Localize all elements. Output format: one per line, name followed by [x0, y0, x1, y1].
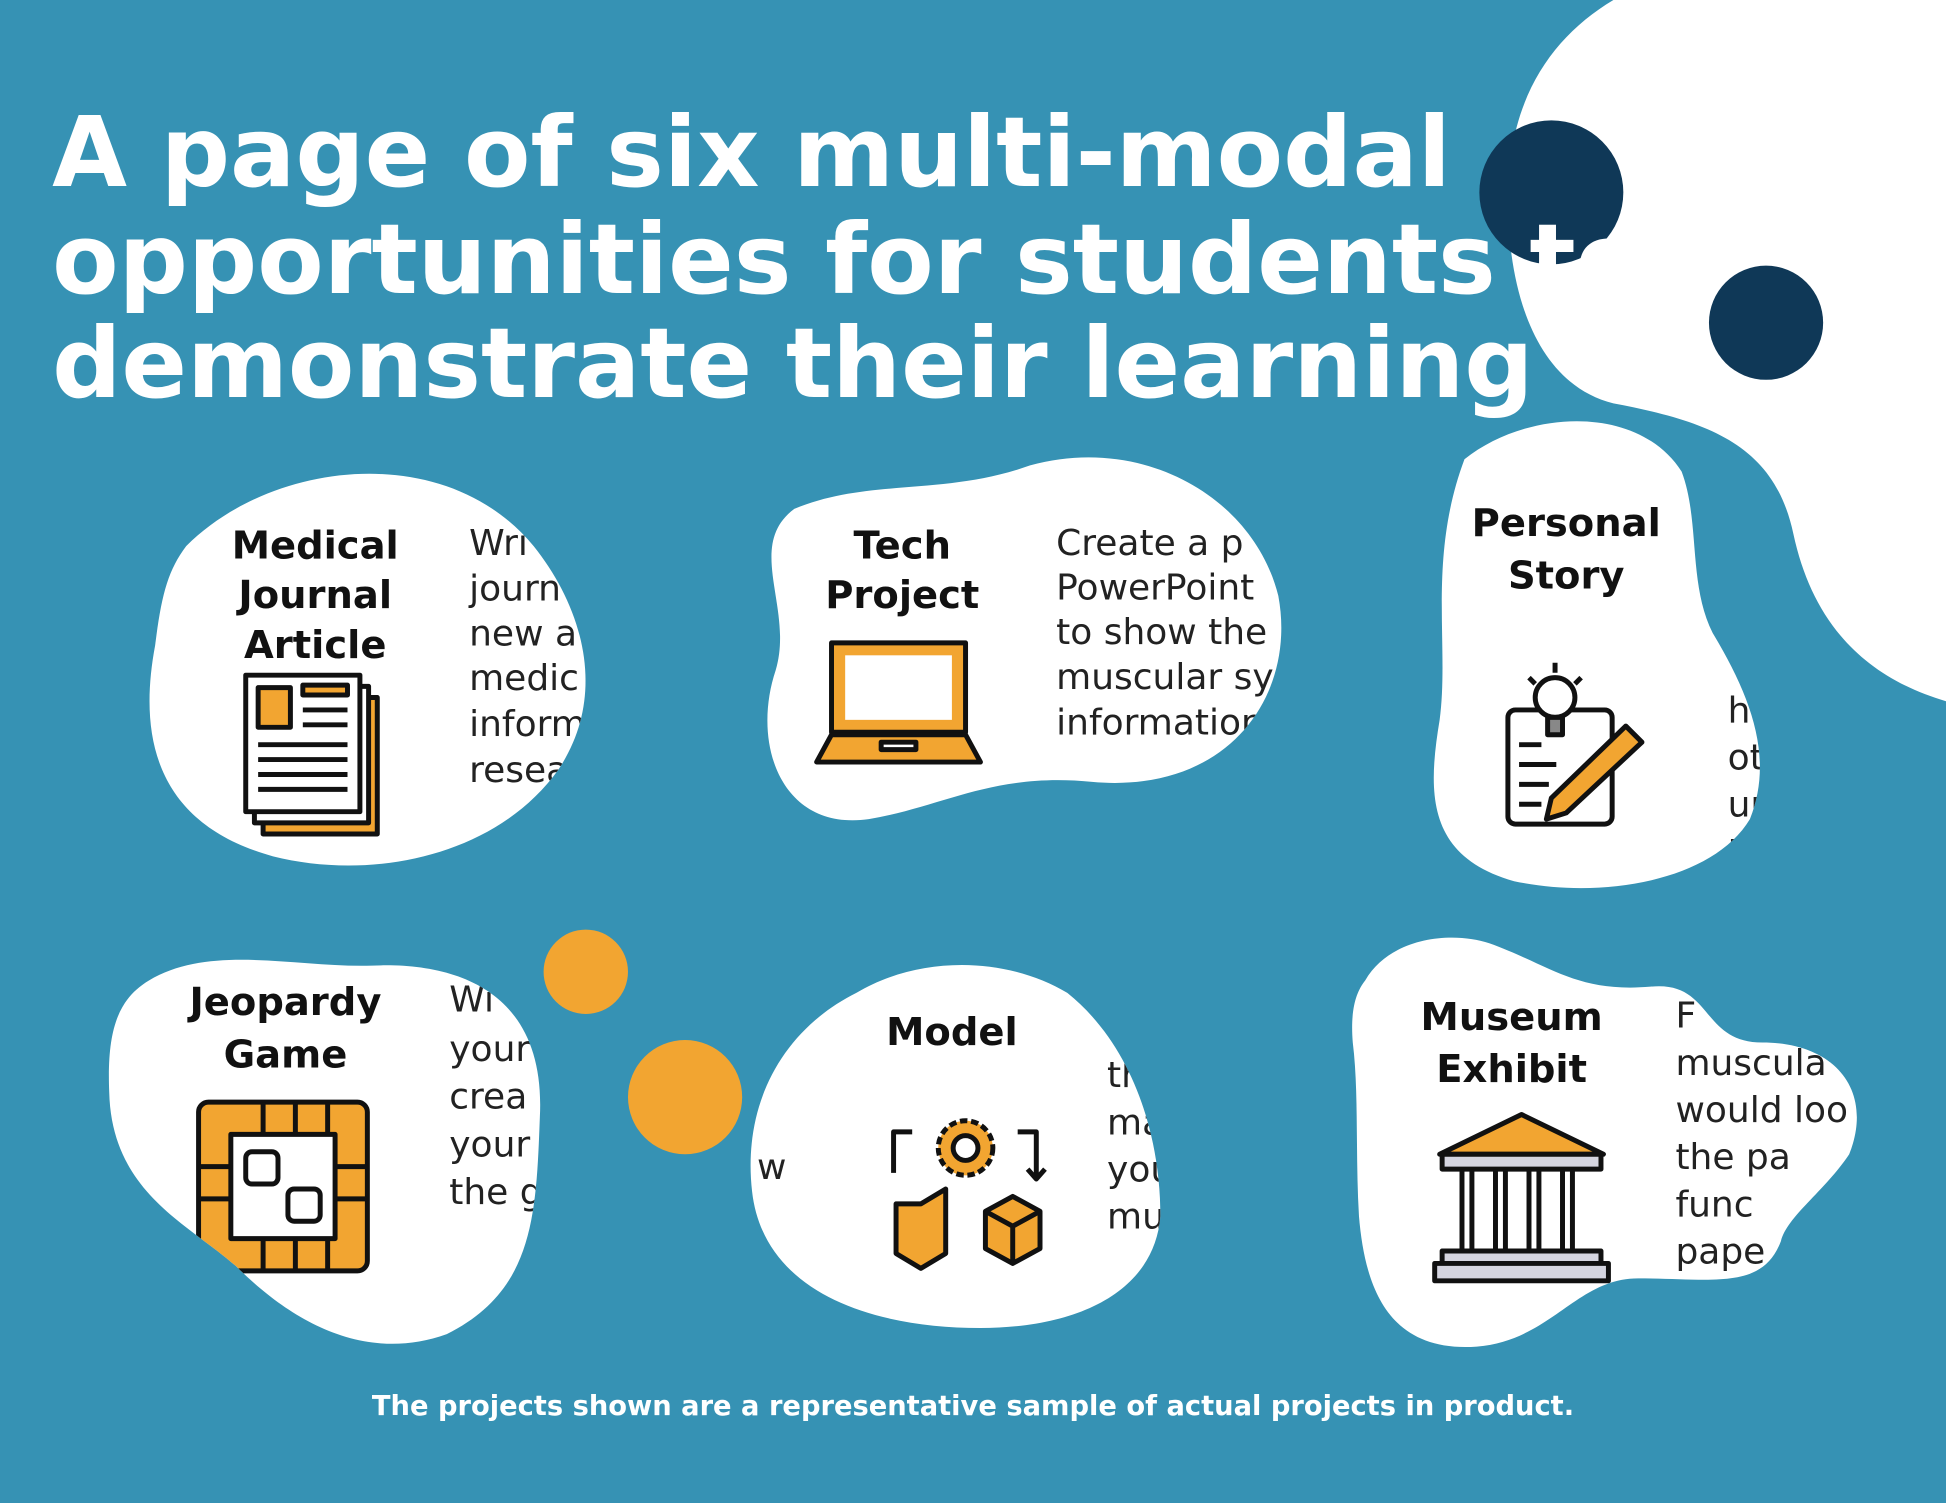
card-description: mu [1107, 1197, 1165, 1238]
card-description: journ [468, 569, 561, 610]
card-description: h [1728, 690, 1751, 731]
card-heading: Personal [1472, 501, 1661, 546]
card-description: ot [1728, 737, 1764, 778]
museum-icon [1432, 1112, 1611, 1284]
card-description: the g [449, 1172, 542, 1213]
page-title: A page of six multi-modal opportunities … [52, 96, 1642, 420]
card-description: information [1056, 703, 1264, 744]
laptop-icon [814, 640, 983, 765]
card-description: your [449, 1029, 530, 1070]
decorative-navy-circle [1708, 265, 1824, 380]
card-description: pape [1675, 1231, 1765, 1272]
card-description: muscular sy [1056, 657, 1274, 698]
card-description: Create a p [1056, 523, 1243, 564]
card-heading: Project [825, 573, 979, 618]
card-heading: Museum [1421, 995, 1603, 1040]
card-description: PowerPoint [1056, 567, 1254, 608]
card-description: crea [449, 1076, 527, 1117]
card-description: Wri [469, 523, 528, 564]
card-heading: Model [886, 1010, 1018, 1055]
card-description: F [1675, 996, 1696, 1037]
card-description: would loo [1675, 1090, 1848, 1131]
card-heading: Tech [854, 524, 951, 569]
card-jeopardy-game: Jeopardy Game Wi your crea your the g [108, 959, 542, 1344]
card-description: the pa [1675, 1137, 1790, 1178]
newspaper-icon [243, 672, 380, 837]
model-cubes-icon [891, 1118, 1047, 1271]
card-description: you [1107, 1150, 1173, 1191]
card-description: inform [469, 704, 586, 745]
title-line: A page of six multi-modal [52, 96, 1451, 209]
card-heading: Story [1508, 553, 1625, 598]
idea-writing-icon [1505, 662, 1645, 827]
card-description: to show the [1056, 612, 1267, 653]
card-description: your [449, 1125, 530, 1166]
card-medical-journal-article: Medical Journal Article Wri journ new a … [149, 473, 586, 866]
title-line: demonstrate their learning [52, 307, 1533, 420]
card-model: Model w I th ma you mu [750, 964, 1173, 1328]
card-description: muscula [1675, 1043, 1826, 1084]
decorative-orange-circle [543, 929, 628, 1014]
decorative-orange-circle [627, 1040, 743, 1155]
card-heading: Game [224, 1032, 348, 1077]
card-description: new a [469, 613, 577, 654]
card-description: func [1675, 1184, 1753, 1225]
card-description: medic [469, 658, 579, 699]
card-heading: Article [244, 623, 386, 668]
card-heading: Exhibit [1436, 1047, 1587, 1092]
card-description: w [757, 1147, 786, 1188]
decorative-navy-circle [1479, 120, 1624, 265]
card-heading: Journal [235, 573, 392, 618]
title-line: opportunities for students to [52, 203, 1642, 316]
card-tech-project: Tech Project Create a p PowerPoint to sh… [767, 457, 1282, 821]
card-heading: Jeopardy [186, 980, 381, 1025]
footer-note: The projects shown are a representative … [372, 1391, 1574, 1422]
board-game-icon [196, 1099, 370, 1274]
card-heading: Medical [232, 524, 399, 569]
